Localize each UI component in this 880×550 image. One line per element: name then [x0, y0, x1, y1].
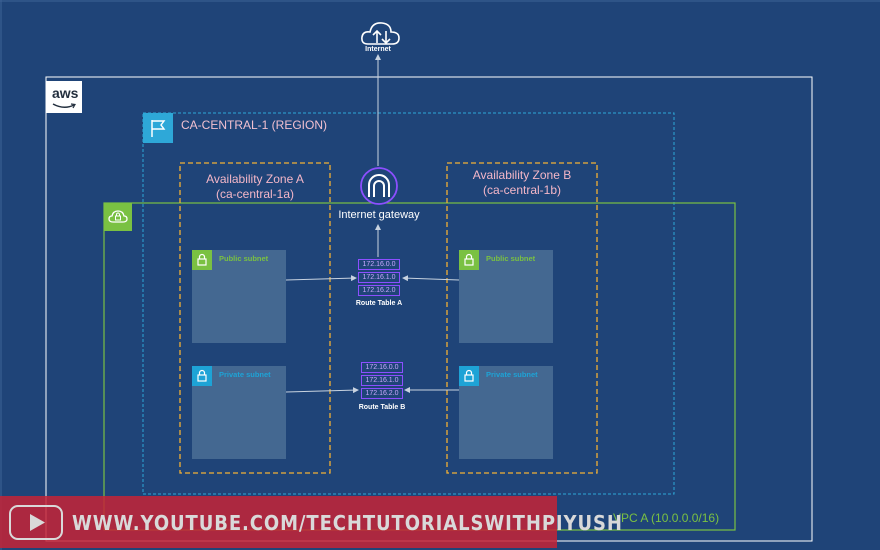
route-table-a-row: 172.16.0.0 [358, 259, 400, 270]
region-flag-icon [143, 113, 173, 143]
region-boundary [142, 112, 675, 495]
az-b-title: Availability Zone B [472, 168, 572, 182]
private-subnet-b-lock-icon [459, 366, 479, 386]
aws-smile-icon [52, 103, 76, 109]
private-subnet-a-label: Private subnet [219, 370, 271, 379]
public-subnet-b-label: Public subnet [486, 254, 536, 263]
youtube-watermark-text: WWW.YOUTUBE.COM/TECHTUTORIALSWITHPIYUSH [72, 511, 623, 535]
route-table-b-row: 172.16.1.0 [361, 375, 403, 386]
public-b-to-rta-arrow [402, 275, 460, 282]
route-table-a-row: 172.16.2.0 [358, 285, 400, 296]
public-subnet-a-label: Public subnet [219, 254, 269, 263]
youtube-play-icon [9, 505, 63, 540]
private-subnet-a-lock-icon [192, 366, 212, 386]
route-table-b-label: Route Table B [358, 404, 406, 411]
vpc-cloud-lock-icon [104, 203, 132, 231]
internet-gateway-label: Internet gateway [338, 209, 420, 221]
az-a-subtitle: (ca-central-1a) [215, 187, 295, 201]
az-a-title: Availability Zone A [206, 172, 304, 186]
internet-cloud-icon [361, 22, 400, 45]
internet-label: Internet [365, 46, 391, 53]
internet-gateway-icon [360, 167, 398, 205]
aws-cloud-boundary [45, 76, 813, 542]
public-a-to-rta-arrow [285, 275, 357, 282]
public-subnet-b-lock-icon [459, 250, 479, 270]
region-label: CA-CENTRAL-1 (REGION) [181, 118, 328, 132]
aws-logo: aws [46, 81, 82, 113]
route-table-b-row: 172.16.2.0 [361, 388, 403, 399]
vpc-label: VPC A (10.0.0.0/16) [613, 511, 720, 525]
youtube-watermark-banner [0, 496, 557, 548]
private-a-to-rtb-arrow [285, 387, 359, 394]
aws-logo-text: aws [52, 85, 79, 101]
public-subnet-a-lock-icon [192, 250, 212, 270]
az-a-boundary [179, 162, 331, 474]
az-b-subtitle: (ca-central-1b) [482, 183, 562, 197]
route-table-b-row: 172.16.0.0 [361, 362, 403, 373]
az-b-boundary [446, 162, 598, 474]
route-table-a-row: 172.16.1.0 [358, 272, 400, 283]
route-table-a-label: Route Table A [355, 300, 403, 307]
private-subnet-b-label: Private subnet [486, 370, 538, 379]
